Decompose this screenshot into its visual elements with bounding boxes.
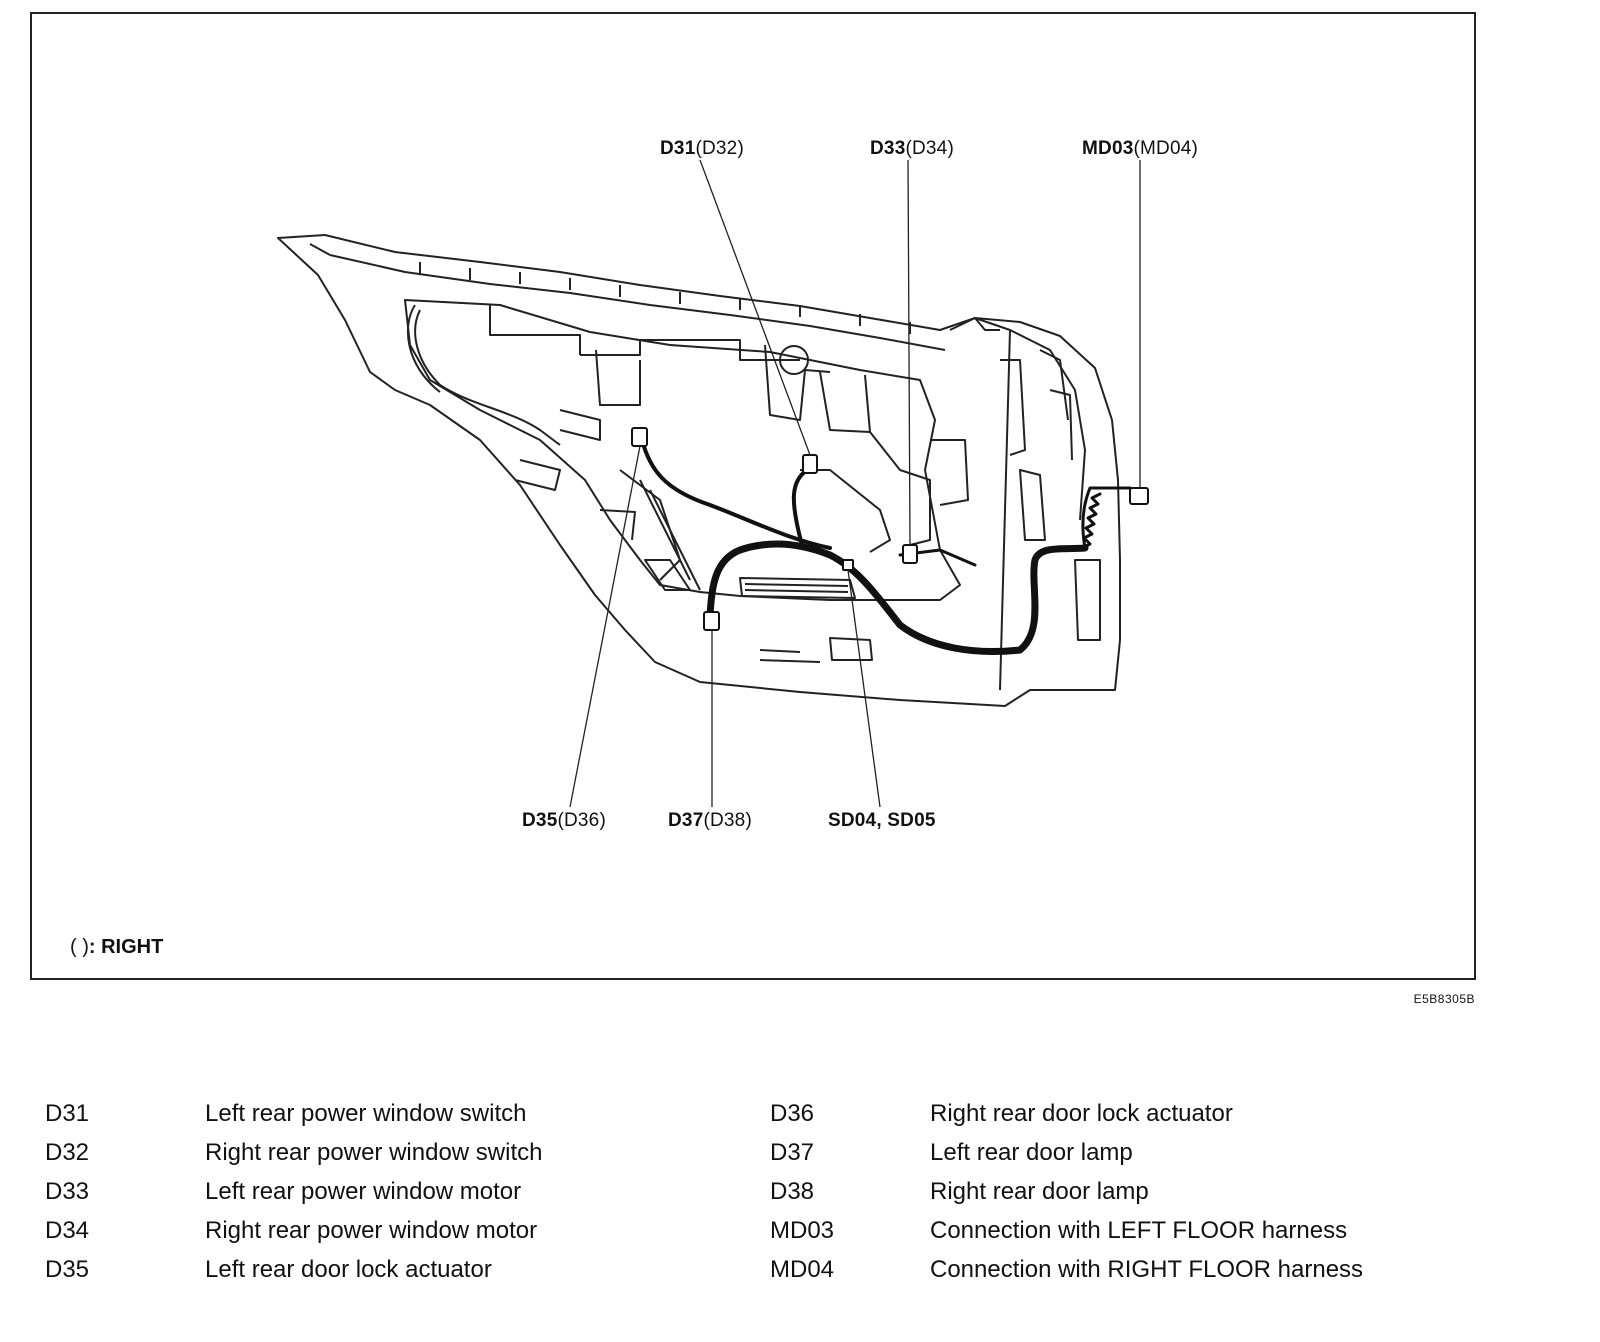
rear-door-wiring-diagram xyxy=(277,159,1149,808)
legend-desc: Connection with LEFT FLOOR harness xyxy=(930,1217,1348,1244)
right-side-note: ( ): RIGHT xyxy=(70,936,164,958)
callout-sd04-sd05: SD04, SD05 xyxy=(828,810,936,831)
legend-row: D33 Left rear power window motor xyxy=(45,1178,542,1217)
leader-lines xyxy=(569,159,1141,808)
connectors xyxy=(631,427,1149,631)
legend-row: D36 Right rear door lock actuator xyxy=(770,1100,1363,1139)
legend-code: D33 xyxy=(45,1178,90,1205)
door-panel xyxy=(277,234,1121,707)
legend-code: D34 xyxy=(45,1217,90,1244)
connector-d33 xyxy=(802,454,818,474)
legend-desc: Left rear power window switch xyxy=(205,1100,527,1127)
legend-row: D35 Left rear door lock actuator xyxy=(45,1256,542,1295)
connector-d35 xyxy=(902,544,918,564)
legend-code: MD03 xyxy=(770,1217,835,1244)
legend-desc: Connection with RIGHT FLOOR harness xyxy=(930,1256,1364,1283)
connector-d31 xyxy=(631,427,648,447)
legend-code: D32 xyxy=(45,1139,90,1166)
legend-desc: Left rear power window motor xyxy=(205,1178,522,1205)
legend-row: MD03 Connection with LEFT FLOOR harness xyxy=(770,1217,1363,1256)
callout-d37-d38: D37(D38) xyxy=(668,810,752,831)
legend-right: D36 Right rear door lock actuator D37 Left… xyxy=(770,1100,1363,1295)
legend-row: MD04 Connection with RIGHT FLOOR harness xyxy=(770,1256,1363,1295)
legend-code: MD04 xyxy=(770,1256,835,1283)
legend-code: D37 xyxy=(770,1139,815,1166)
callout-d35-d36: D35(D36) xyxy=(522,810,606,831)
legend-desc: Left rear door lock actuator xyxy=(205,1256,492,1283)
connector-md03 xyxy=(1129,487,1149,505)
connector-d37 xyxy=(703,611,720,631)
legend-code: D31 xyxy=(45,1100,90,1127)
legend-code: D38 xyxy=(770,1178,815,1205)
connector-sd04 xyxy=(842,559,854,571)
callout-d33-d34: D33(D34) xyxy=(870,138,954,159)
callout-d31-d32: D31(D32) xyxy=(660,138,744,159)
legend-row: D37 Left rear door lamp xyxy=(770,1139,1363,1178)
figure-id: E5B8305B xyxy=(1413,992,1475,1006)
legend-desc: Right rear door lock actuator xyxy=(930,1100,1233,1127)
legend-desc: Right rear door lamp xyxy=(930,1178,1149,1205)
legend-row: D38 Right rear door lamp xyxy=(770,1178,1363,1217)
diagram-frame xyxy=(30,12,1476,980)
legend-desc: Right rear power window switch xyxy=(205,1139,543,1166)
legend-row: D31 Left rear power window switch xyxy=(45,1100,542,1139)
legend-desc: Right rear power window motor xyxy=(205,1217,538,1244)
legend-code: D36 xyxy=(770,1100,815,1127)
legend-row: D34 Right rear power window motor xyxy=(45,1217,542,1256)
legend-code: D35 xyxy=(45,1256,90,1283)
callout-md03-md04: MD03(MD04) xyxy=(1082,138,1199,159)
legend-desc: Left rear door lamp xyxy=(930,1139,1133,1166)
legend-row: D32 Right rear power window switch xyxy=(45,1139,542,1178)
